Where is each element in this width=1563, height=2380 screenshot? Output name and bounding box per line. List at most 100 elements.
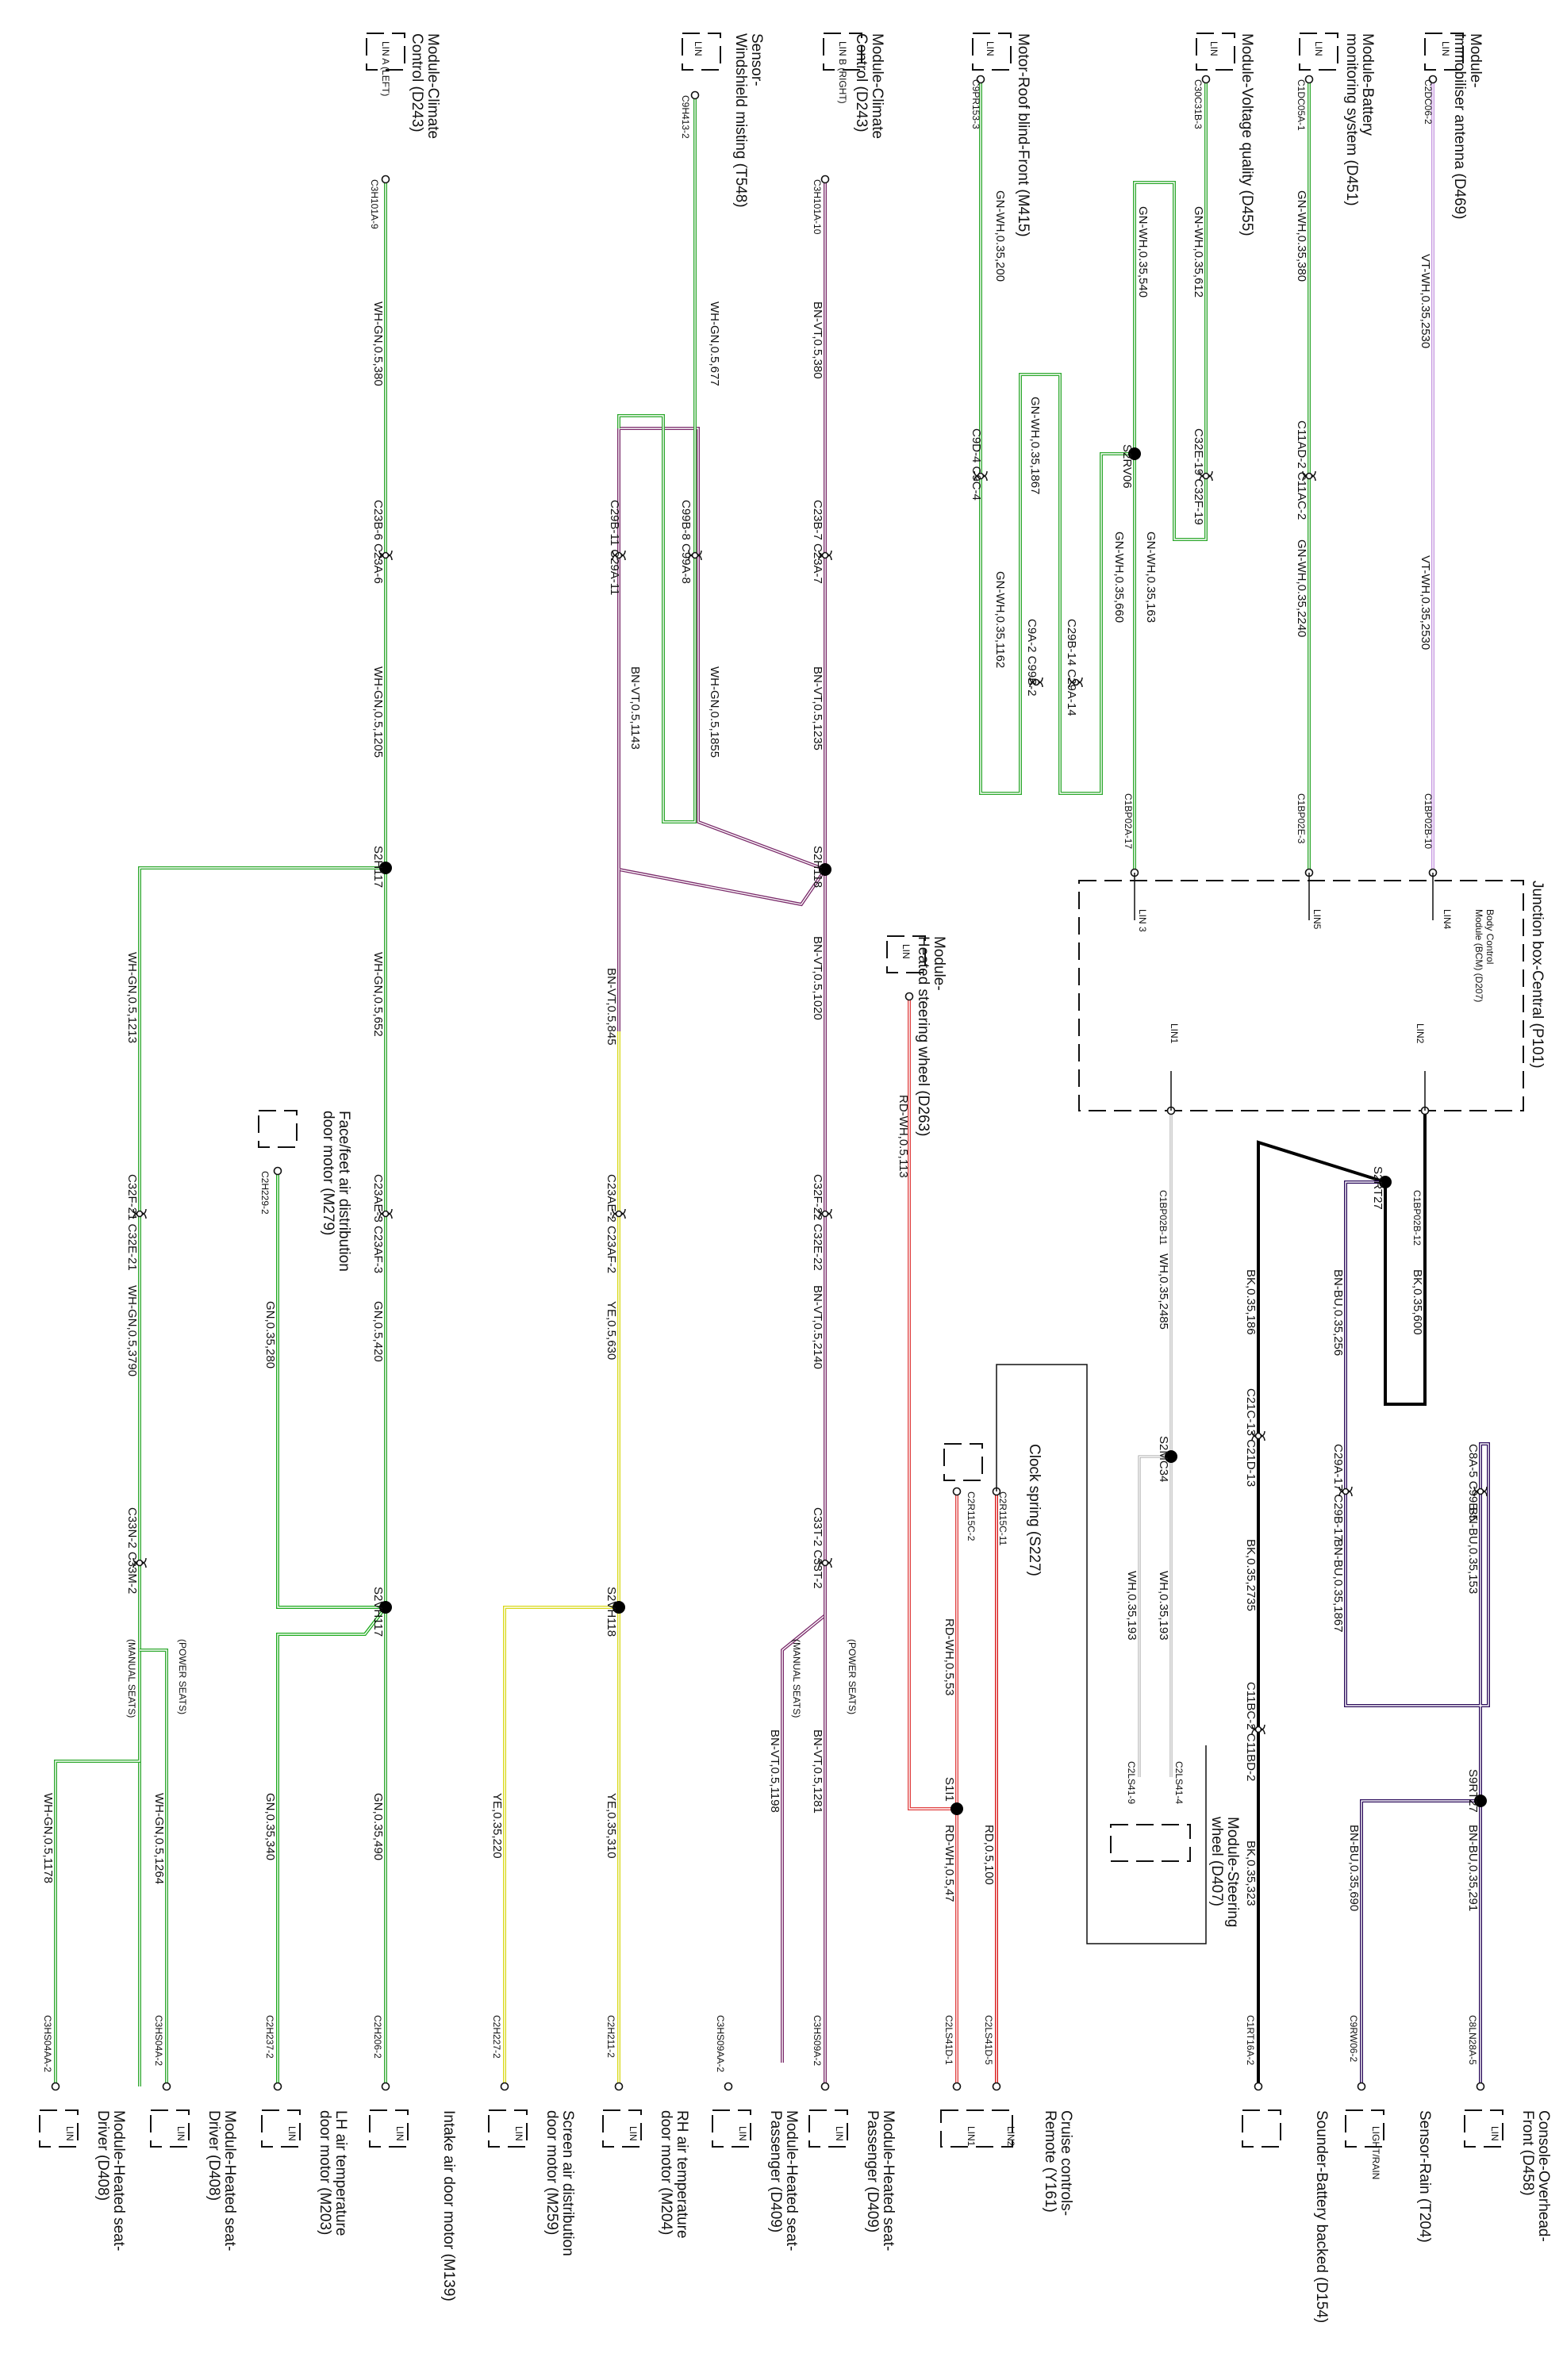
wire-bk-lin2 xyxy=(1384,1111,1427,1406)
label-gn-wh-1867: GN-WH,0.35,1867 xyxy=(1028,397,1042,494)
label-c9d: C9D-4 C9C-4 xyxy=(970,428,983,501)
label-c23ae2: C23AE-2 C23AF-2 xyxy=(605,1174,618,1273)
wire-bn-vt-down-core xyxy=(782,869,826,2063)
cruise-conn-5: C2LS41D-5 xyxy=(983,2015,994,2065)
lh-air-title: LH air temperature xyxy=(332,2110,349,2236)
clock-spring-conn-11: C2R115C-11 xyxy=(997,1491,1008,1546)
label-c33n: C33N-2 C33M-2 xyxy=(125,1507,139,1594)
rh-air-box xyxy=(602,2109,642,2148)
windshield-pin xyxy=(690,90,700,100)
immobiliser-box xyxy=(1424,33,1464,71)
climate-right-connector: C3H101A-10 xyxy=(812,179,823,235)
battery-pin xyxy=(1304,75,1314,84)
label-c23b7: C23B-7 C23A-7 xyxy=(811,500,824,584)
wire-lh-air xyxy=(276,1606,387,2086)
option-power-driver: (POWER SEATS) xyxy=(177,1639,188,1714)
label-gn-340: GN,0.35,340 xyxy=(263,1793,277,1860)
seat-pass-manual-pin-label: LIN xyxy=(737,2126,748,2141)
voltage-title: Module-Voltage quality (D455) xyxy=(1238,33,1255,236)
conn-c99b8-pin xyxy=(691,551,699,559)
face-feet-title-line2: door motor (M279) xyxy=(320,1111,336,1235)
splice-s1i1 xyxy=(950,1802,963,1815)
screen-air-pin xyxy=(500,2082,509,2091)
windshield-connector: C9H413-2 xyxy=(680,95,691,139)
seat-driver-manual-pin xyxy=(51,2082,60,2091)
heated-wheel-title: Module- xyxy=(931,936,947,991)
label-c11: C11AD-2 C11AC-2 xyxy=(1295,420,1308,520)
splice-s2mc34 xyxy=(1165,1450,1177,1463)
label-c33t: C33T-2 C33T-2 xyxy=(811,1507,824,1589)
junction-title: Junction box-Central (P101) xyxy=(1529,881,1546,1069)
sounder-title: Sounder-Battery backed (D154) xyxy=(1313,2110,1330,2323)
immobiliser-title: Module- xyxy=(1467,33,1484,88)
wire-wh-gn-1213-core xyxy=(139,867,386,2086)
wire-face-feet-core xyxy=(277,1171,386,1608)
label-ye-220: YE,0.35,220 xyxy=(490,1793,504,1859)
label-c99b8: C99B-8 C99A-8 xyxy=(679,500,693,584)
face-feet-pin xyxy=(273,1166,282,1176)
label-ye-630: YE,0.5,630 xyxy=(605,1301,618,1360)
climate-right-pin-label: LIN B (RIGHT) xyxy=(837,41,848,104)
label-bk-323: BK,0.35,323 xyxy=(1244,1841,1258,1906)
console-box xyxy=(1464,2109,1503,2148)
cruise-title-line2: Remote (Y161) xyxy=(1042,2110,1058,2213)
climate-left-box xyxy=(366,33,405,71)
conn-c23ae2-pin xyxy=(615,1210,623,1218)
cruise-conn-1: C2LS41D-1 xyxy=(943,2015,954,2065)
conn-c23ae3-pin xyxy=(382,1210,390,1218)
intake-air-connector: C2H206-2 xyxy=(372,2015,383,2059)
rain-title: Sensor-Rain (T204) xyxy=(1416,2110,1433,2243)
seat-pass-power-pin xyxy=(820,2082,830,2091)
seat-driver-power-pin-label: LIN xyxy=(175,2126,186,2141)
wire-windshield-core xyxy=(618,95,696,823)
wire-lh-air-core xyxy=(277,1606,386,2086)
jb-conn-e3: C1BP02E-3 xyxy=(1296,793,1307,844)
lh-air-box xyxy=(261,2109,301,2148)
sounder-pin xyxy=(1254,2082,1263,2091)
label-bn-vt-1143: BN-VT,0.5,1143 xyxy=(628,666,642,750)
label-s2vh117: S2VH117 xyxy=(371,1587,385,1637)
wire-bn-bu-rain xyxy=(1360,1799,1480,2086)
sounder-connector: C1RT16A-2 xyxy=(1245,2015,1256,2065)
battery-connector: C1DC05A-1 xyxy=(1296,79,1307,131)
label-c23b6: C23B-6 C23A-6 xyxy=(371,500,385,584)
option-manual-pass: (MANUAL SEATS) xyxy=(791,1639,802,1718)
wire-heated-wheel-core xyxy=(908,996,957,1810)
label-c32f22: C32F-22 C32E-22 xyxy=(811,1174,824,1271)
jb-pin-lin1: LIN1 xyxy=(1169,1023,1180,1044)
console-title-line2: Front (D458) xyxy=(1519,2110,1536,2196)
conn-c23b7-pin xyxy=(821,551,829,559)
label-ye-310: YE,0.35,310 xyxy=(605,1793,618,1859)
splice-s2vh118 xyxy=(613,1601,625,1614)
conn-c32f21-pin xyxy=(136,1210,144,1218)
option-manual-driver: (MANUAL SEATS) xyxy=(126,1639,137,1718)
climate-right-box xyxy=(823,33,862,71)
steering-module-title: Module-Steering xyxy=(1224,1817,1241,1927)
label-s9rt27: S9RT27 xyxy=(1466,1769,1480,1813)
rain-pin-label: LIGHT/RAIN xyxy=(1370,2126,1381,2179)
wire-bn-bu-rain-core xyxy=(1361,1800,1480,2086)
cruise-box xyxy=(940,2109,1013,2148)
climate-left-connector: C3H101A-9 xyxy=(369,179,380,229)
seat-pass-power-box xyxy=(808,2109,848,2148)
label-gn-490: GN,0.35,490 xyxy=(371,1793,385,1860)
conn-c11bc-pin xyxy=(1254,1726,1262,1733)
rh-air-pin-label: LIN xyxy=(628,2126,639,2141)
climate-right-title-line2: Control (D243) xyxy=(853,33,870,132)
label-wh-2485: WH,0.35,2485 xyxy=(1157,1253,1170,1330)
label-c11bc: C11BC-2 C11BD-2 xyxy=(1244,1682,1258,1781)
screen-air-pin-label: LIN xyxy=(513,2126,524,2141)
label-s2h118: S2H118 xyxy=(811,846,824,888)
seat-driver-power-title-line2: Driver (D408) xyxy=(205,2110,222,2201)
intake-air-pin xyxy=(381,2082,390,2091)
voltage-box xyxy=(1196,33,1235,71)
conn-c32f22-pin xyxy=(821,1210,829,1218)
conn-c33n-pin xyxy=(136,1559,144,1567)
heated-wheel-box xyxy=(886,935,926,973)
console-title: Console-Overhead- xyxy=(1535,2110,1552,2242)
rh-air-title: RH air temperature xyxy=(674,2110,690,2239)
immobiliser-pin xyxy=(1428,75,1438,84)
label-c32-top: C32E-19 C32F-19 xyxy=(1192,428,1205,525)
immobiliser-connector: C2DC06-2 xyxy=(1423,79,1434,125)
